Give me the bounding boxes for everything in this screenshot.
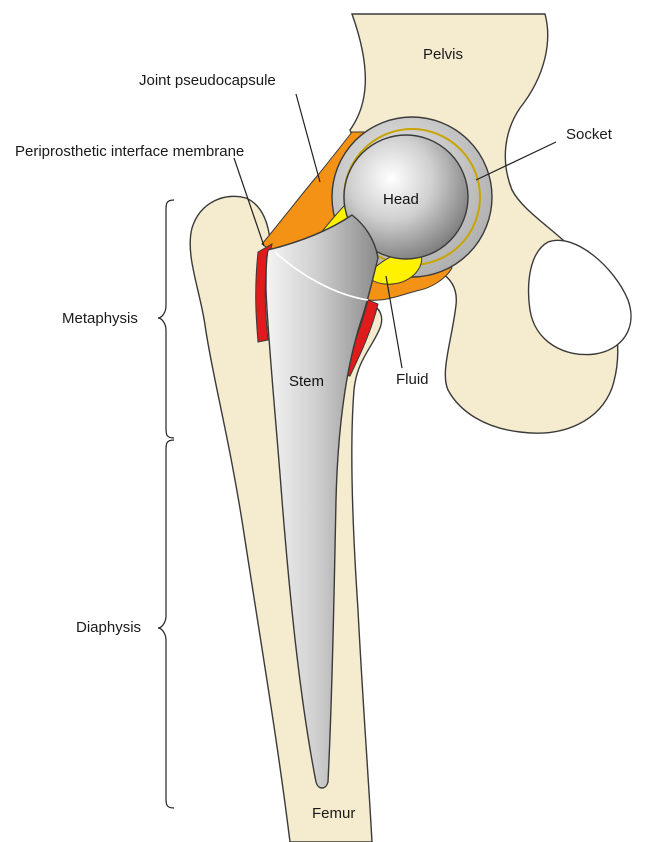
diaphysis-brace bbox=[158, 440, 174, 808]
periprosthetic-membrane-label: Periprosthetic interface membrane bbox=[15, 143, 244, 160]
metaphysis-brace bbox=[158, 200, 174, 438]
metaphysis-label: Metaphysis bbox=[62, 310, 138, 327]
head-label: Head bbox=[383, 191, 419, 208]
pelvis-label: Pelvis bbox=[423, 46, 463, 63]
socket-label: Socket bbox=[566, 126, 613, 143]
joint-pseudocapsule-leader bbox=[296, 94, 320, 182]
stem-label: Stem bbox=[289, 373, 324, 390]
joint-pseudocapsule-label: Joint pseudocapsule bbox=[139, 72, 276, 89]
fluid-label: Fluid bbox=[396, 371, 429, 388]
diaphysis-label: Diaphysis bbox=[76, 619, 141, 636]
femur-label: Femur bbox=[312, 805, 355, 822]
obturator-foramen bbox=[529, 240, 631, 354]
